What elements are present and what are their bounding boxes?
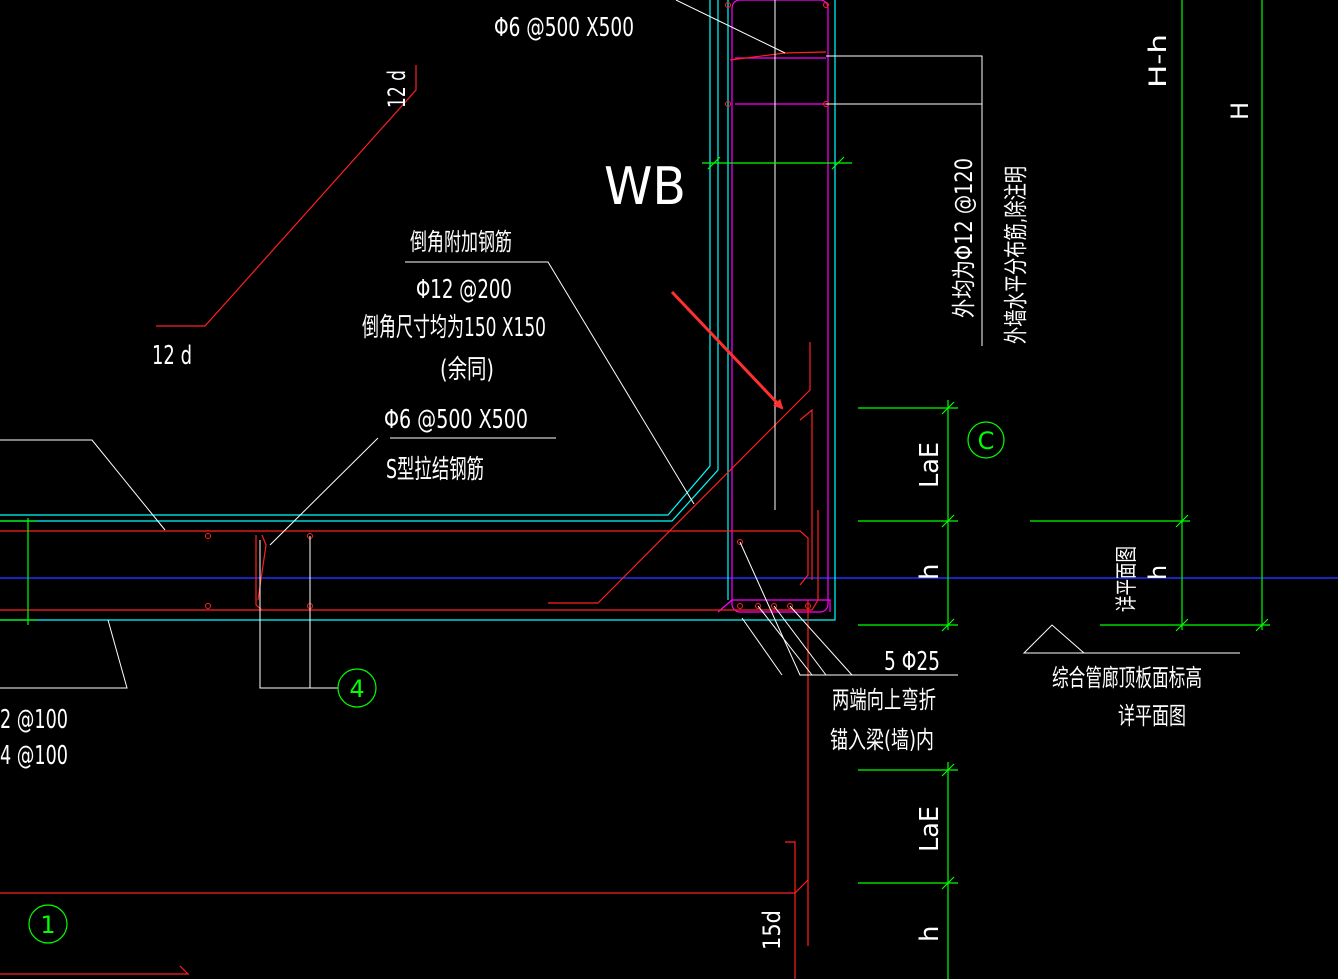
- left-bar-label-2: 4 @100: [0, 741, 68, 771]
- outer-bar-label-2: 外墙水平分布筋,除注明: [1002, 166, 1030, 344]
- mid-tie-label: Φ6 @500 X500: [384, 405, 528, 435]
- circle-1-text: 1: [40, 911, 55, 939]
- roof-label-2: 详平面图: [1118, 702, 1186, 730]
- h-upper-label: h: [915, 564, 945, 580]
- bend-label-2: 锚入梁(墙)内: [830, 726, 934, 754]
- highlight-arrow: [670, 290, 784, 410]
- d12-upper-label: 12 d: [383, 70, 411, 108]
- plan-note-label: 详平面图: [1115, 546, 1140, 612]
- leader-lines: [0, 0, 1240, 689]
- main-bar-label: 5 Φ25: [884, 647, 940, 677]
- concrete-outline: [0, 0, 836, 621]
- lae-lower-label: LaE: [915, 806, 945, 852]
- rebar-dots: [205, 2, 829, 609]
- h-lower-label: h: [915, 926, 945, 942]
- chamfer-size-label: 倒角尺寸均为150 X150: [362, 313, 546, 343]
- chamfer-title-label: 倒角附加钢筋: [410, 228, 512, 256]
- circle-4-marker: [337, 668, 377, 708]
- circle-c-marker: [967, 421, 1005, 459]
- d15-label: 15d: [758, 910, 786, 950]
- hh-label: H-h: [1144, 34, 1172, 88]
- left-bar-label-1: 2 @100: [0, 705, 68, 735]
- chamfer-bar-label: Φ12 @200: [416, 275, 512, 305]
- same-note-label: (余同): [440, 355, 494, 385]
- wall-stirrups: [717, 0, 831, 613]
- top-tie-label: Φ6 @500 X500: [494, 13, 634, 43]
- outer-bar-label-1: 外均为Φ12 @120: [950, 158, 978, 318]
- wb-label: WB: [604, 157, 686, 217]
- h-right-label: h: [1144, 565, 1172, 580]
- s-tie-label: S型拉结钢筋: [386, 455, 484, 485]
- bend-label-1: 两端向上弯折: [832, 686, 936, 714]
- circle-4-text: 4: [349, 675, 364, 703]
- H-label: H: [1226, 102, 1254, 120]
- circle-1-marker: [28, 904, 68, 944]
- roof-label-1: 综合管廊顶板面标高: [1052, 664, 1202, 692]
- dimension-lines: [0, 0, 1270, 979]
- circle-c-text: C: [978, 427, 995, 455]
- lae-upper-label: LaE: [915, 442, 945, 488]
- d12-lower-label: 12 d: [152, 341, 192, 371]
